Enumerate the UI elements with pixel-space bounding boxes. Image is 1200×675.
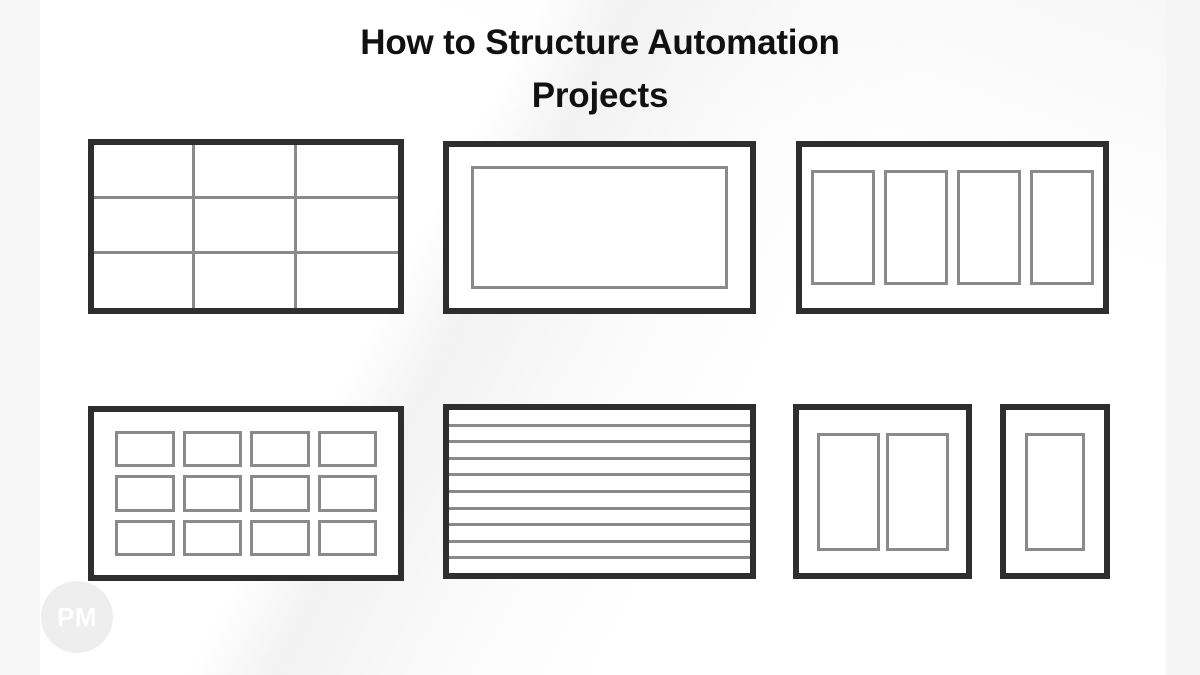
stripe-row: [449, 476, 750, 493]
column-cell: [1025, 432, 1085, 551]
pm-watermark-logo: PM: [41, 581, 113, 653]
layout-thumbnail-single-column-layout[interactable]: [1000, 404, 1110, 579]
stripe-row: [449, 526, 750, 543]
grid-cell: [94, 145, 196, 200]
card-cell: [317, 431, 377, 468]
card-cell: [115, 519, 175, 556]
grid-cell: [94, 253, 196, 308]
watermark-label: PM: [57, 601, 97, 632]
stripe-row: [449, 543, 750, 560]
column-cell: [811, 170, 875, 285]
page-title: How to Structure Automation Projects: [360, 23, 840, 116]
grid-cell: [195, 145, 297, 200]
panel-cell: [471, 166, 728, 289]
grid-cell: [94, 199, 196, 254]
grid-container: [94, 145, 398, 308]
cards-container: [94, 412, 398, 575]
panel-container: [449, 147, 750, 308]
grid-cell: [195, 253, 297, 308]
columns-container: [802, 147, 1103, 308]
card-cell: [115, 475, 175, 512]
grid-cell: [297, 254, 398, 308]
card-cell: [250, 519, 310, 556]
column-cell: [1030, 170, 1094, 285]
column-cell: [816, 432, 880, 551]
stripe-row: [449, 493, 750, 510]
stripe-row: [449, 460, 750, 477]
stripes-container: [449, 410, 750, 573]
card-cell: [182, 475, 242, 512]
layout-thumbnail-single-inset-panel[interactable]: [443, 141, 756, 314]
layout-thumbnail-four-column-layout[interactable]: [796, 141, 1109, 314]
grid-cell: [296, 199, 398, 254]
grid-cell: [296, 145, 398, 200]
left-edge-band: [0, 0, 40, 675]
stripe-row: [449, 443, 750, 460]
layout-thumbnail-twelve-card-grid[interactable]: [88, 406, 404, 581]
columns-container: [799, 410, 966, 573]
card-cell: [182, 519, 242, 556]
right-edge-band: [1166, 0, 1200, 675]
card-cell: [250, 475, 310, 512]
card-cell: [317, 519, 377, 556]
card-cell: [115, 431, 175, 468]
card-cell: [250, 431, 310, 468]
layout-thumbnail-two-column-layout[interactable]: [793, 404, 972, 579]
column-cell: [885, 432, 949, 551]
column-cell: [957, 170, 1021, 285]
stripe-row: [449, 427, 750, 444]
stripe-row: [449, 510, 750, 527]
layout-thumbnail-horizontal-stripe-rows[interactable]: [443, 404, 756, 579]
card-cell: [182, 431, 242, 468]
layout-thumbnail-three-by-three-grid[interactable]: [88, 139, 404, 314]
grid-cell: [195, 199, 297, 254]
stripe-row: [449, 410, 750, 427]
column-cell: [884, 170, 948, 285]
columns-container: [1006, 410, 1104, 573]
card-cell: [317, 475, 377, 512]
stripe-row: [449, 559, 750, 573]
